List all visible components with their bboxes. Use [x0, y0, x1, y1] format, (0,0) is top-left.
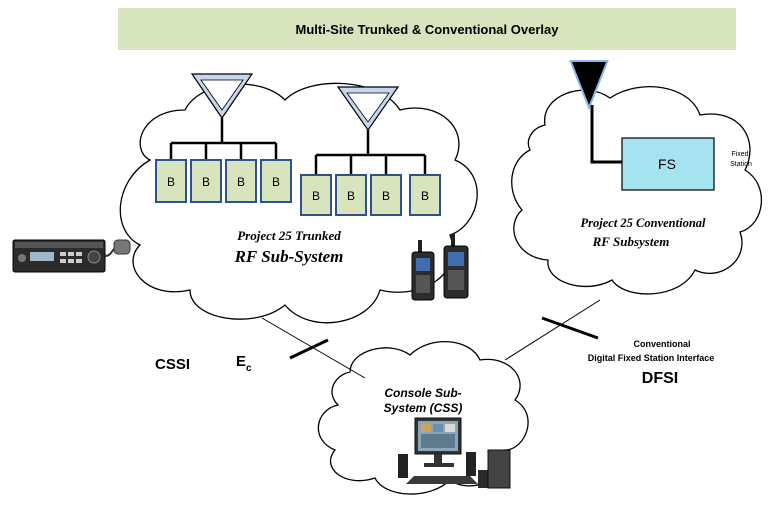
svg-text:B: B	[347, 189, 355, 203]
fixed-station-label: FS	[658, 156, 676, 172]
svg-text:B: B	[312, 189, 320, 203]
base-station: B	[225, 159, 257, 203]
base-bus-left	[169, 118, 278, 160]
dfsi-link-marker	[541, 316, 599, 340]
title-banner	[118, 8, 736, 50]
base-station: B	[370, 174, 402, 216]
base-station: B	[300, 174, 332, 216]
svg-text:B: B	[382, 189, 390, 203]
svg-text:B: B	[421, 189, 429, 203]
cssi-link-marker	[289, 338, 329, 360]
base-station: B	[190, 159, 222, 203]
base-station: B	[409, 174, 441, 216]
console-label-line2: System (CSS)	[384, 401, 463, 415]
portable-radio-icon	[443, 234, 469, 299]
conventional-interface-line2: Digital Fixed Station Interface	[588, 353, 715, 363]
ec-label: Ec	[236, 353, 252, 374]
portable-radio-icon	[411, 240, 435, 301]
dfsi-link	[504, 299, 601, 361]
conventional-label-line2: RF Subsystem	[592, 234, 670, 249]
svg-text:B: B	[202, 175, 210, 189]
fixed-station-box	[621, 137, 715, 191]
fixed-station-caption-line2: Station	[730, 161, 752, 168]
dfsi-label: DFSI	[642, 370, 678, 387]
cssi-label: CSSI	[155, 356, 190, 373]
antenna-icon	[190, 73, 254, 120]
trunked-label-line1: Project 25 Trunked	[237, 228, 341, 243]
mobile-radio-icon	[12, 239, 131, 273]
console-label-line1: Console Sub-	[384, 386, 461, 400]
fixed-station-caption-line1: Fixed	[731, 151, 748, 158]
base-bus-right	[314, 130, 427, 175]
diagram-title: Multi-Site Trunked & Conventional Overla…	[296, 22, 560, 37]
svg-text:B: B	[272, 175, 280, 189]
antenna-icon	[569, 60, 609, 111]
fs-cable	[590, 105, 624, 164]
conventional-label-line1: Project 25 Conventional	[581, 216, 707, 230]
base-station: B	[335, 174, 367, 216]
trunked-label-line2: RF Sub-System	[234, 247, 344, 266]
conventional-interface-line1: Conventional	[633, 339, 690, 349]
console-workstation-icon	[398, 417, 511, 489]
svg-text:B: B	[167, 175, 175, 189]
base-station: B	[260, 159, 292, 203]
base-station: B	[155, 159, 187, 203]
svg-text:B: B	[237, 175, 245, 189]
antenna-icon	[336, 86, 400, 132]
